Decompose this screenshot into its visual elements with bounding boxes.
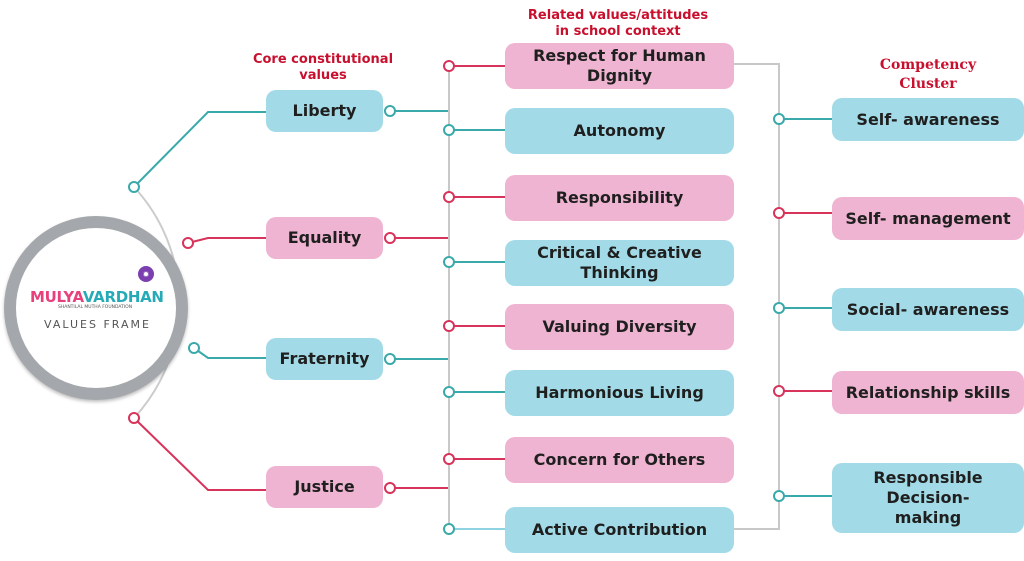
- related-concern-for-others: Concern for Others: [505, 437, 734, 483]
- related-responsibility: Responsibility: [505, 175, 734, 221]
- node: [384, 232, 396, 244]
- related-harmonious-living: Harmonious Living: [505, 370, 734, 416]
- related-autonomy: Autonomy: [505, 108, 734, 154]
- core-value-justice: Justice: [266, 466, 383, 508]
- related-respect-for-human-dignity: Respect for Human Dignity: [505, 43, 734, 89]
- line-liberty: [133, 111, 268, 188]
- competency-social-awareness: Social- awareness: [832, 288, 1024, 331]
- node: [443, 191, 455, 203]
- node: [384, 353, 396, 365]
- node: [443, 523, 455, 535]
- node: [443, 453, 455, 465]
- brand-part2: VARDHAN: [82, 288, 164, 306]
- node: [443, 320, 455, 332]
- node: [128, 412, 140, 424]
- line-equality: [187, 237, 268, 244]
- line-fraternity: [193, 347, 268, 359]
- logo-background: [20, 232, 172, 384]
- node: [384, 105, 396, 117]
- node: [443, 124, 455, 136]
- related-valuing-diversity: Valuing Diversity: [505, 304, 734, 350]
- node: [128, 181, 140, 193]
- node: [443, 386, 455, 398]
- header-competency-cluster: Competency Cluster: [879, 57, 977, 92]
- competency-relationship-skills: Relationship skills: [832, 371, 1024, 414]
- header-related-values: Related values/attitudes in school conte…: [527, 8, 709, 39]
- node: [182, 237, 194, 249]
- node: [443, 256, 455, 268]
- node: [443, 60, 455, 72]
- node: [773, 385, 785, 397]
- node: [188, 342, 200, 354]
- node: [773, 207, 785, 219]
- related-active-contribution: Active Contribution: [505, 507, 734, 553]
- core-value-fraternity: Fraternity: [266, 338, 383, 380]
- competency-self-awareness: Self- awareness: [832, 98, 1024, 141]
- brand-logo: MULYAVARDHAN: [30, 288, 165, 306]
- core-value-equality: Equality: [266, 217, 383, 259]
- competency-self-management: Self- management: [832, 197, 1024, 240]
- core-value-liberty: Liberty: [266, 90, 383, 132]
- brand-part1: MULYA: [30, 288, 83, 306]
- sun-logo-icon: ✹: [138, 266, 154, 282]
- node: [773, 302, 785, 314]
- header-core-values: Core constitutional values: [252, 52, 394, 83]
- competency-responsible-decision-making: Responsible Decision-making: [832, 463, 1024, 533]
- brand-subtitle: SHANTILAL MUTHA FOUNDATION: [58, 305, 133, 310]
- related-critical-creative-thinking: Critical & Creative Thinking: [505, 240, 734, 286]
- node: [773, 113, 785, 125]
- line-justice: [133, 417, 268, 491]
- values-frame-label: VALUES FRAME: [44, 318, 151, 331]
- node: [773, 490, 785, 502]
- node: [384, 482, 396, 494]
